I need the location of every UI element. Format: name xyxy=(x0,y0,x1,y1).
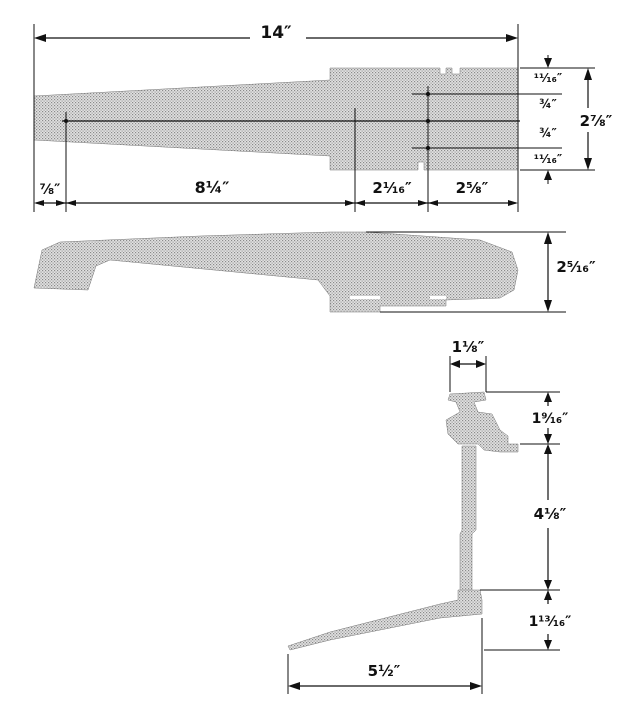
end-view-knob-shape xyxy=(445,391,519,453)
overall-length-label: 14″ xyxy=(260,23,292,43)
end-view: 1⅛″ 1⁹⁄₁₆″ 4⅛″ 1¹³⁄₁₆″ 5½″ xyxy=(287,338,572,694)
side-view-handle-shape xyxy=(33,231,519,313)
height-4-label: ¹¹⁄₁₆″ xyxy=(534,152,563,166)
segment-1-label: ⅞″ xyxy=(40,182,61,198)
overall-height-label: 2⅞″ xyxy=(580,112,613,130)
top-view-handle-shape xyxy=(33,67,519,171)
knob-height-label: 1⁹⁄₁₆″ xyxy=(532,411,569,427)
end-view-shaft-shape xyxy=(459,445,477,593)
height-1-label: ¹¹⁄₁₆″ xyxy=(534,71,563,85)
knob-width-label: 1⅛″ xyxy=(452,338,485,356)
shaft-height-label: 4⅛″ xyxy=(534,505,567,523)
top-view: 14″ ⅞″ 8¼″ 2¹⁄₁₆″ 2⅝″ ¹¹⁄₁₆″ ¾″ ¾″ ¹¹⁄₁₆… xyxy=(33,20,618,212)
base-height-label: 1¹³⁄₁₆″ xyxy=(529,614,572,630)
height-3-label: ¾″ xyxy=(539,126,557,140)
segment-2-label: 8¼″ xyxy=(195,178,230,197)
base-length-label: 5½″ xyxy=(368,662,401,680)
segment-3-label: 2¹⁄₁₆″ xyxy=(372,179,412,197)
side-height-label: 2⁵⁄₁₆″ xyxy=(556,258,596,276)
segment-4-label: 2⅝″ xyxy=(456,179,489,197)
side-view: 2⁵⁄₁₆″ xyxy=(33,231,602,313)
end-view-base-shape xyxy=(287,589,483,651)
height-2-label: ¾″ xyxy=(539,97,557,111)
